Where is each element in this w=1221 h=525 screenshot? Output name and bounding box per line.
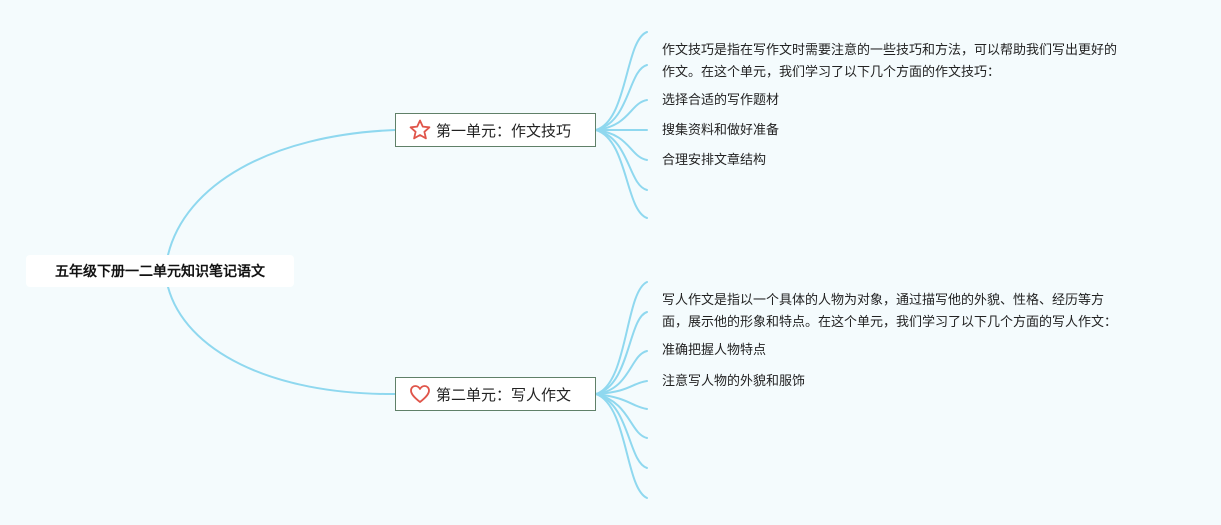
intro-line: 写人作文是指以一个具体的人物为对象，通过描写他的外貌、性格、经历等方	[662, 293, 1105, 308]
connector-topic1-leaf	[595, 129, 648, 161]
intro-line: 面，展示他的形象和特点。在这个单元，我们学习了以下几个方面的写人作文：	[662, 315, 1118, 330]
leaf-item[interactable]: 选择合适的写作题材	[662, 93, 780, 108]
connector-topic2-leaf	[595, 380, 648, 395]
heart-icon	[408, 382, 432, 406]
connector-topic1-leaf	[595, 99, 648, 131]
connector-topic2-leaf	[595, 393, 648, 410]
star-icon	[408, 118, 432, 142]
leaf-unit-one-intro[interactable]: 作文技巧是指在写作文时需要注意的一些技巧和方法，可以帮助我们写出更好的 作文。在…	[662, 40, 1117, 84]
intro-line: 作文。在这个单元，我们学习了以下几个方面的作文技巧：	[662, 65, 1001, 80]
topic-unit-one-label: 第一单元：作文技巧	[436, 121, 572, 140]
central-topic[interactable]: 五年级下册一二单元知识笔记语文	[26, 255, 294, 287]
leaf-item[interactable]: 搜集资料和做好准备	[662, 123, 780, 138]
connector-topic1-leaf	[595, 64, 648, 131]
connector-topic2-leaf	[595, 393, 648, 469]
connector-root-topic1	[167, 129, 396, 256]
connector-topic2-leaf	[595, 311, 648, 395]
connector-topic1-leaf	[595, 129, 648, 219]
leaf-item[interactable]: 准确把握人物特点	[662, 343, 767, 358]
leaf-unit-two-intro[interactable]: 写人作文是指以一个具体的人物为对象，通过描写他的外貌、性格、经历等方 面，展示他…	[662, 290, 1117, 334]
leaf-item[interactable]: 注意写人物的外貌和服饰	[662, 374, 806, 389]
connector-topic2-leaf	[595, 393, 648, 499]
leaf-item[interactable]: 合理安排文章结构	[662, 153, 767, 168]
intro-line: 作文技巧是指在写作文时需要注意的一些技巧和方法，可以帮助我们写出更好的	[662, 43, 1118, 58]
connector-root-topic2	[167, 286, 396, 396]
topic-unit-two-label: 第二单元：写人作文	[436, 385, 572, 404]
connector-topic2-leaf	[595, 281, 648, 395]
connector-topic1-leaf	[595, 31, 648, 131]
connector-topic2-leaf	[595, 393, 648, 439]
central-topic-label: 五年级下册一二单元知识笔记语文	[55, 264, 265, 280]
topic-unit-two[interactable]: 第二单元：写人作文	[395, 377, 596, 411]
connector-topic2-leaf	[595, 350, 648, 395]
topic-unit-one[interactable]: 第一单元：作文技巧	[395, 113, 596, 147]
connector-topic1-leaf	[595, 129, 648, 191]
